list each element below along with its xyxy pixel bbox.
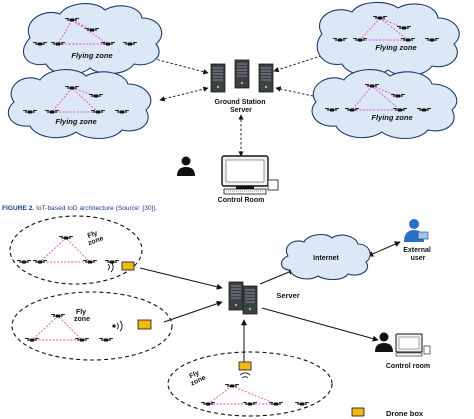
fly-zone-label-1: Fly zone — [85, 229, 105, 248]
drone-box-icon — [137, 319, 152, 330]
bottom-links — [139, 241, 401, 362]
figure-number: FIGURE 2. — [2, 205, 35, 212]
flying-zone-label-3: Flying zone — [55, 117, 96, 126]
link-zone-mid-right — [275, 86, 323, 100]
flying-zone-cloud-top-left: Flying zone — [23, 3, 163, 75]
internet-label: Internet — [313, 255, 339, 262]
fly-zone-label-2: Fly zone — [74, 309, 90, 323]
drone-box-icon — [121, 261, 135, 271]
flying-zone-cloud-mid-right: Flying zone — [311, 69, 458, 140]
fly-zone-3: Fly zone — [167, 351, 333, 417]
flying-zone-label-4: Flying zone — [371, 113, 412, 122]
flying-zone-cloud-mid-left: Flying zone — [7, 69, 152, 140]
drone-box-icon — [238, 361, 252, 371]
legend-label: Drone box — [386, 409, 424, 418]
figure-caption: FIGURE 2. IoT-based IoD architecture (So… — [2, 205, 157, 212]
fly-zone-2: Fly zone — [11, 291, 173, 361]
flying-zone-cloud-top-right: Flying zone — [316, 1, 460, 77]
ground-station-label: Ground Station Server — [215, 99, 268, 114]
ground-station-server-icon — [210, 59, 274, 93]
server-icon — [228, 281, 258, 315]
wireless-signal-icon — [112, 320, 123, 332]
link-zone1-server — [139, 267, 223, 290]
link-zone2-server — [163, 300, 223, 323]
control-room-icon-bottom — [375, 332, 431, 357]
flying-zone-label-2: Flying zone — [375, 43, 416, 52]
control-room-label: Control Room — [218, 197, 265, 204]
server-label: Server — [276, 291, 299, 300]
internet-cloud-icon — [280, 233, 371, 281]
link-server-control-room — [261, 307, 379, 342]
legend: Drone box — [351, 407, 424, 418]
fly-zone-1: Fly zone — [9, 215, 143, 285]
top-diagram: Flying zone Flying zone — [7, 1, 460, 204]
wireless-signal-icon — [239, 372, 251, 379]
link-internet-external — [367, 241, 401, 257]
bottom-diagram: Fly zone Fly zone — [9, 215, 433, 418]
control-room-label-bottom: Control room — [386, 363, 430, 370]
legend-drone-box-icon — [351, 407, 365, 417]
wireless-signal-icon — [107, 261, 114, 273]
external-user-icon — [404, 219, 429, 242]
control-room-icon — [177, 155, 279, 195]
link-server-internet — [259, 269, 295, 285]
link-zone-mid-left — [159, 86, 209, 102]
fly-zone-label-3: Fly zone — [187, 368, 207, 387]
link-zone-top-left — [139, 53, 209, 75]
flying-zone-label-1: Flying zone — [71, 51, 112, 60]
external-user-label: External user — [403, 247, 433, 262]
figure-caption-text: IoT-based IoD architecture (Source: [30]… — [36, 205, 158, 212]
